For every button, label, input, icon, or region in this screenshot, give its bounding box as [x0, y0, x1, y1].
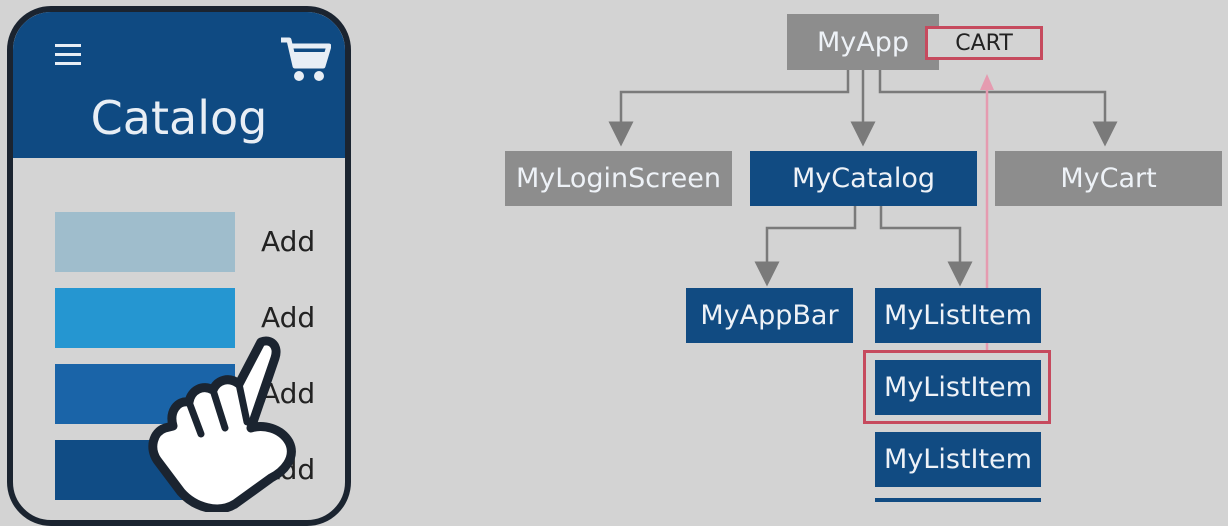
node-myloginscreen: MyLoginScreen: [505, 151, 732, 206]
page-title: Catalog: [90, 91, 268, 145]
app-bar: Catalog: [13, 12, 345, 158]
node-mycatalog: MyCatalog: [750, 151, 977, 206]
list-item: Add: [55, 288, 345, 348]
node-mylistitem-selected: MyListItem: [875, 360, 1041, 415]
node-myapp: MyApp: [787, 14, 939, 70]
node-mylistitem: MyListItem: [875, 432, 1041, 487]
widget-tree-connectors: [608, 70, 1118, 350]
pointing-hand-icon: [148, 336, 296, 512]
add-button[interactable]: Add: [261, 301, 316, 334]
item-color-swatch: [55, 212, 235, 272]
list-item: Add: [55, 212, 345, 272]
shopping-cart-icon[interactable]: [279, 34, 331, 84]
node-mylistitem-partial: [875, 498, 1041, 502]
item-color-swatch: [55, 288, 235, 348]
node-mylistitem: MyListItem: [875, 288, 1041, 343]
node-mycart: MyCart: [995, 151, 1222, 206]
cart-state-label: CART: [925, 26, 1043, 60]
add-button[interactable]: Add: [261, 225, 316, 258]
phone-mockup: Catalog Add Add Add Add: [7, 6, 351, 526]
selected-item-highlight: [863, 350, 1051, 424]
node-myappbar: MyAppBar: [686, 288, 853, 343]
hamburger-menu-icon[interactable]: [55, 42, 83, 68]
